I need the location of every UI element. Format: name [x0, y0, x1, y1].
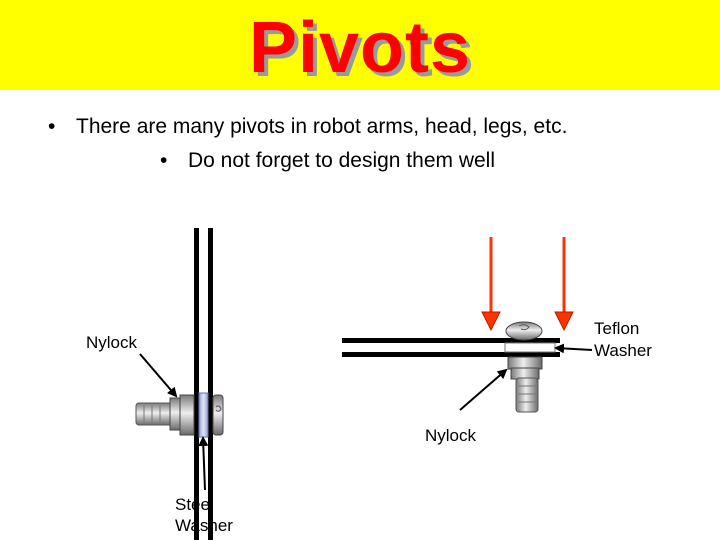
force-arrow-left: [481, 237, 501, 332]
left-bolt-head: [212, 394, 224, 436]
force-arrow-right: [554, 237, 574, 332]
nylock-left-label: Nylock: [86, 333, 138, 352]
steel-washer-label-line1: Steel: [175, 495, 214, 514]
bullet-text-2: Do not forget to design them well: [188, 149, 496, 172]
left-nylock-body: [179, 394, 195, 436]
right-bolt-head: [505, 321, 543, 341]
bullet-symbol: •: [160, 149, 168, 172]
horizontal-plate-bottom: [342, 352, 560, 357]
right-nylock-nut: [510, 367, 540, 380]
vertical-plate-right: [208, 228, 213, 540]
bullet-symbol: •: [48, 115, 56, 138]
left-pivot-assembly: [135, 228, 224, 540]
vertical-plate-left: [194, 228, 199, 540]
teflon-washer-label-line2: Washer: [594, 341, 652, 360]
steel-washer-label-line2: Washer: [175, 516, 233, 535]
teflon-washer-pointer: [554, 343, 593, 354]
nylock-left-pointer: [139, 353, 178, 398]
teflon-washer: [504, 342, 556, 353]
horizontal-plate-top: [342, 338, 560, 343]
steel-washer: [198, 392, 209, 438]
teflon-washer-label-line1: Teflon: [594, 319, 640, 338]
right-nylock-body: [507, 356, 543, 370]
slide-title: Pivots: [248, 8, 472, 88]
bullet-item-1: • There are many pivots in robot arms, he…: [48, 114, 567, 140]
bullet-item-2: • Do not forget to design them well: [160, 148, 495, 174]
steel-washer-pointer: [198, 436, 209, 491]
bullet-text-1: There are many pivots in robot arms, hea…: [76, 115, 568, 138]
title-band: [0, 0, 720, 90]
right-pivot-assembly: [342, 237, 574, 413]
nylock-right-pointer: [459, 368, 508, 411]
left-bolt-shaft: [135, 402, 173, 426]
right-bolt-shaft: [515, 377, 539, 413]
nylock-right-label: Nylock: [425, 426, 477, 445]
